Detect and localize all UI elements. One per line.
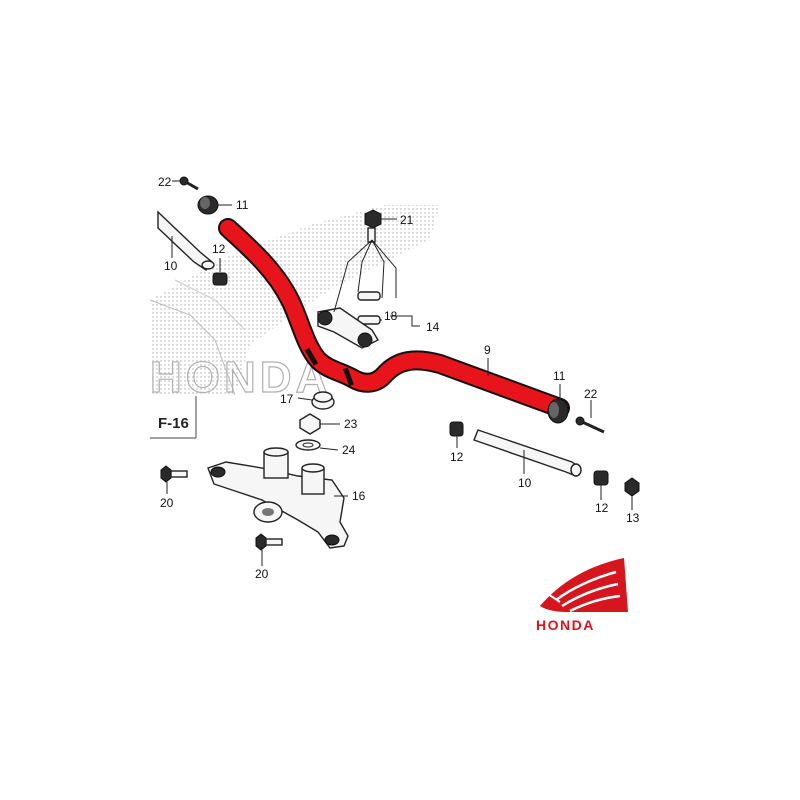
cap-17[interactable] (311, 391, 335, 410)
nut-13[interactable] (624, 477, 640, 497)
callout-20-upper: 20 (160, 496, 174, 510)
handlebar-clamp-mark (343, 367, 354, 387)
screw-22-right[interactable] (575, 416, 605, 434)
upper-holder-14[interactable] (317, 307, 379, 349)
callout-14: 14 (426, 320, 440, 334)
callout-12-mid: 12 (450, 450, 464, 464)
collar-12-right[interactable] (593, 470, 609, 486)
callout-23: 23 (344, 417, 358, 431)
grip-tube-10-left[interactable] (157, 210, 215, 271)
bolt-21[interactable] (364, 209, 382, 243)
watermark-word: HONDA (150, 353, 331, 402)
callout-10-mid: 10 (518, 476, 532, 490)
page-reference: F-16 (158, 415, 189, 432)
grip-tube-10-mid[interactable] (473, 429, 582, 477)
callout-12-left: 12 (212, 242, 226, 256)
callout-22-right: 22 (584, 387, 598, 401)
honda-logo-text: HONDA (536, 617, 595, 633)
bar-end-weight-11-right[interactable] (547, 398, 569, 424)
washer-24[interactable] (295, 439, 321, 451)
callout-24: 24 (342, 443, 356, 457)
handlebar-body (220, 220, 568, 416)
callout-21: 21 (400, 213, 414, 227)
callout-12-right: 12 (595, 501, 609, 515)
collar-12-left[interactable] (212, 272, 228, 286)
callout-11-top: 11 (236, 198, 249, 212)
honda-wing-logo (540, 558, 628, 613)
bolt-20-upper[interactable] (160, 465, 188, 483)
callout-11-right: 11 (553, 369, 566, 383)
handlebar-clamp-mark (304, 347, 319, 366)
callout-17: 17 (280, 392, 294, 406)
callout-13: 13 (626, 511, 640, 525)
bolt-20-lower[interactable] (255, 533, 283, 551)
bar-end-weight-11-top[interactable] (197, 195, 219, 215)
callout-22-top: 22 (158, 175, 172, 189)
callout-18: 18 (384, 309, 398, 323)
screw-22-top[interactable] (179, 176, 199, 191)
callout-9: 9 (484, 343, 491, 357)
top-bridge-16[interactable] (207, 447, 349, 549)
handlebar-part-9[interactable] (218, 218, 570, 418)
callout-10-left: 10 (164, 259, 178, 273)
leader-lines (166, 180, 633, 566)
collar-12-mid[interactable] (449, 421, 464, 437)
callout-16: 16 (352, 489, 366, 503)
callout-20-lower: 20 (255, 567, 269, 581)
holder-18-upper[interactable] (357, 291, 381, 301)
nut-23[interactable] (299, 413, 321, 435)
